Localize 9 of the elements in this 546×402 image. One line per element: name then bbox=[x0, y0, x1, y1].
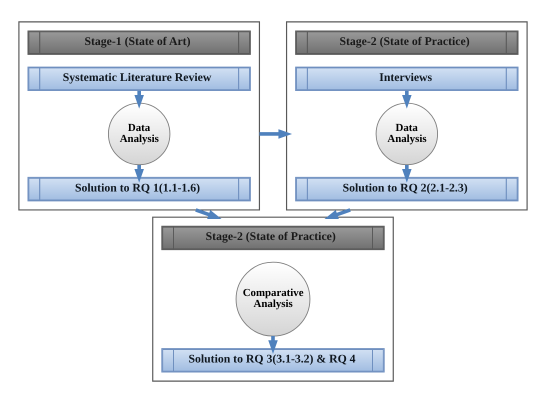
cluster bbox=[18, 20, 260, 210]
node-circle: Comparative Analysis bbox=[236, 261, 310, 336]
node-circle: Data Analysis bbox=[376, 102, 438, 165]
cluster bbox=[286, 20, 528, 210]
cluster bbox=[152, 216, 394, 382]
arrow bbox=[195, 208, 222, 218]
node-circle: Data Analysis bbox=[108, 102, 170, 165]
arrow bbox=[259, 128, 292, 138]
arrow bbox=[324, 208, 351, 218]
